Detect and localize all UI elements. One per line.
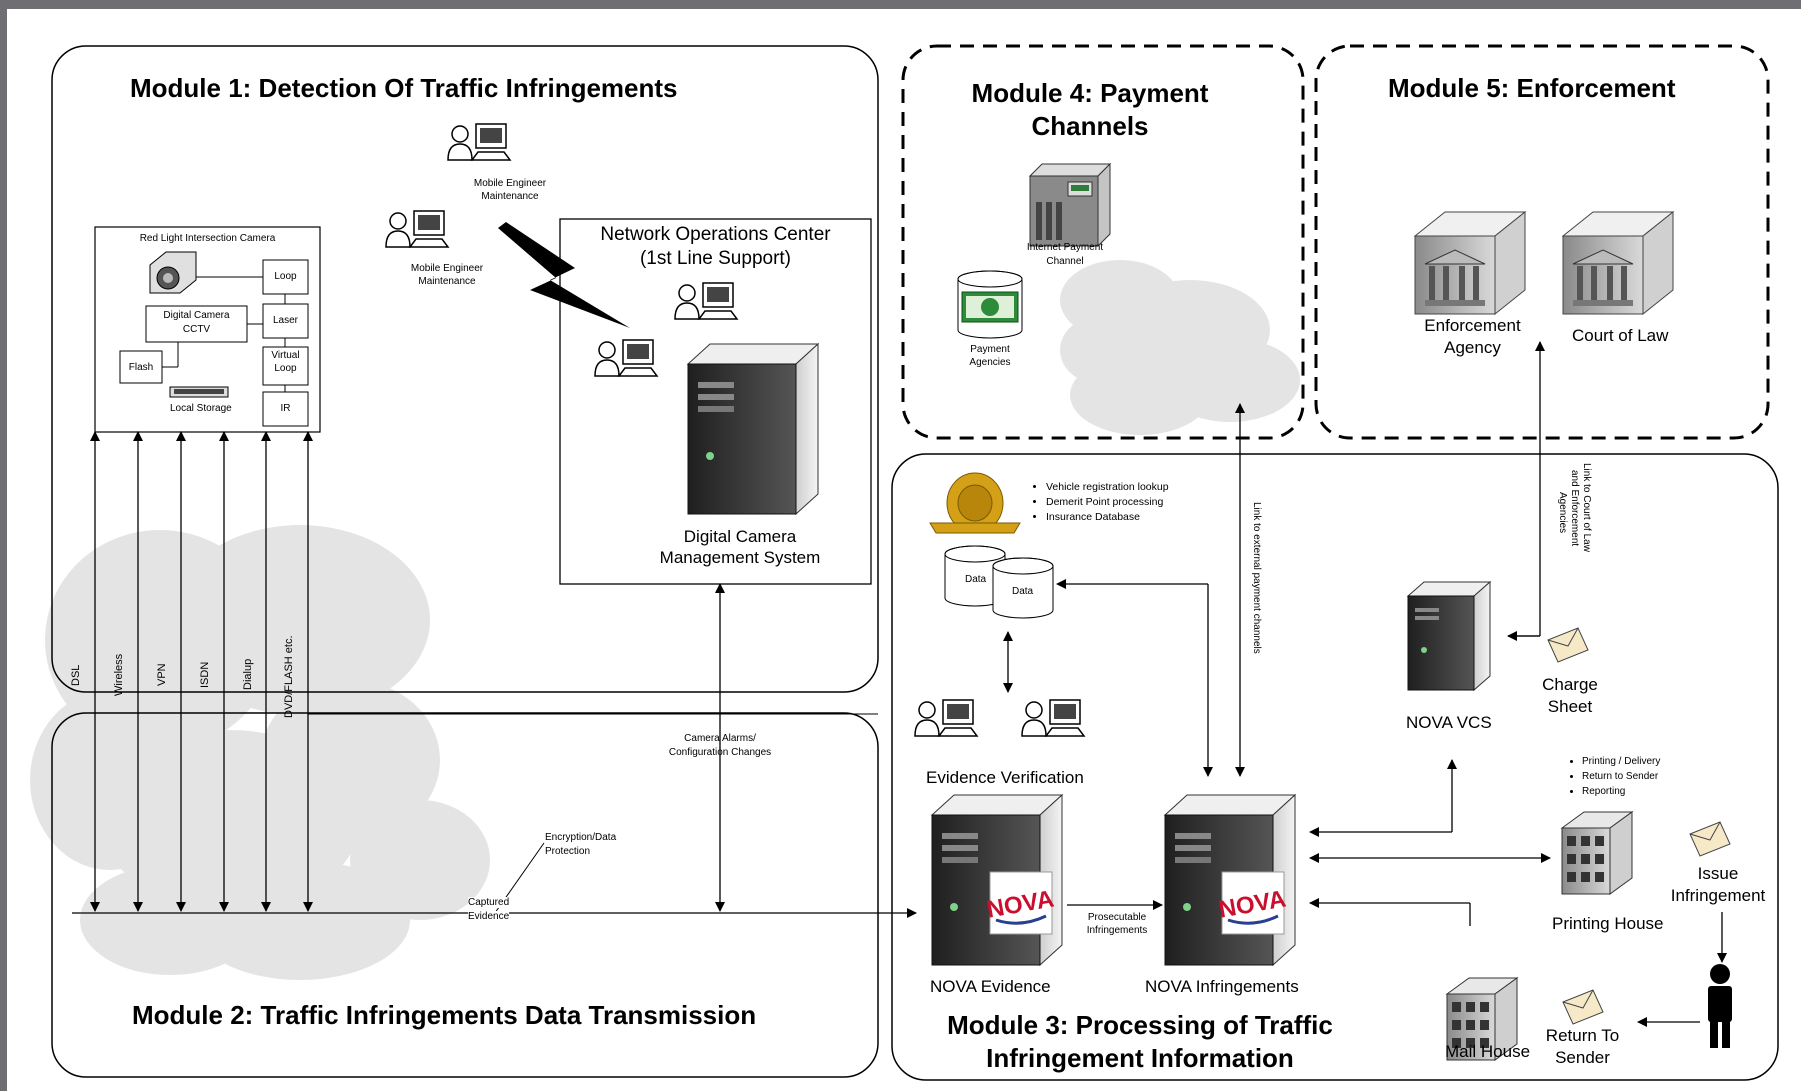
database-icon	[957, 270, 1023, 339]
module-4-title-line1: Module 4: Payment	[971, 78, 1209, 108]
lookup-item: Demerit Point processing	[1046, 495, 1169, 510]
lookup-item: Insurance Database	[1046, 510, 1169, 525]
flash-label: Flash	[128, 362, 154, 373]
mobile-engineer-label-1: Mobile Engineer	[473, 178, 547, 189]
printing-item: Printing / Delivery	[1582, 754, 1660, 769]
dcms-label-1: Digital Camera	[683, 527, 797, 546]
noc-title-line1: Network Operations Center	[600, 224, 831, 245]
charge-sheet-label-2: Sheet	[1547, 697, 1593, 716]
lookup-list: Vehicle registration lookup Demerit Poin…	[1032, 480, 1169, 525]
captured-label-1: Captured	[468, 897, 510, 908]
local-storage-label: Local Storage	[170, 403, 232, 414]
dcms-label-2: Management System	[659, 548, 821, 567]
link-label-dsl: DSL	[70, 664, 82, 686]
court-of-law-label: Court of Law	[1572, 326, 1669, 345]
payment-agencies-label-1: Payment	[970, 344, 1010, 355]
evidence-verification-label: Evidence Verification	[926, 768, 1084, 787]
charge-sheet-label-1: Charge	[1542, 675, 1598, 694]
module-4-title-line2: Channels	[1031, 111, 1149, 141]
nova-infringements-label: NOVA Infringements	[1145, 977, 1299, 996]
server-icon	[1406, 580, 1492, 692]
module-3-title-line2: Infringement Information	[986, 1043, 1294, 1073]
printing-list: Printing / Delivery Return to Sender Rep…	[1568, 754, 1660, 799]
prosecutable-label-2: Infringements	[1086, 925, 1148, 936]
digital-camera-label-2: CCTV	[182, 324, 211, 335]
printing-item: Return to Sender	[1582, 769, 1660, 784]
camera-alarms-label-1: Camera Alarms/	[684, 733, 756, 744]
enforcement-link-label-1: Link to Court of Law	[1581, 463, 1592, 552]
loop-label: Loop	[274, 271, 297, 282]
internet-payment-label-2: Channel	[1046, 256, 1084, 267]
camera-icon	[149, 251, 197, 294]
lookup-item: Vehicle registration lookup	[1046, 480, 1169, 495]
link-label-isdn: ISDN	[199, 661, 211, 688]
enforcement-link-label-3: Agencies	[1557, 492, 1568, 534]
lightning-icon	[498, 222, 630, 328]
mobile-engineer-label-2: Maintenance	[418, 276, 476, 287]
encryption-label-2: Protection	[545, 846, 591, 857]
printing-item: Reporting	[1582, 784, 1660, 799]
mail-house-label: Mail House	[1445, 1042, 1531, 1061]
cloud-icon	[1060, 260, 1300, 435]
enforcement-agency-label-2: Agency	[1444, 338, 1501, 357]
person-icon	[1708, 964, 1732, 1048]
payment-agencies-label-2: Agencies	[969, 357, 1011, 368]
return-to-sender-label-2: Sender	[1555, 1048, 1610, 1067]
nova-vcs-label: NOVA VCS	[1406, 713, 1492, 732]
module-2-title: Module 2: Traffic Infringements Data Tra…	[132, 1000, 757, 1030]
nova-evidence-label: NOVA Evidence	[930, 977, 1051, 996]
link-label-wireless: Wireless	[113, 653, 125, 696]
mobile-engineer-label-1: Mobile Engineer	[410, 263, 484, 274]
virtual-loop-label-2: Loop	[274, 363, 297, 374]
issue-infringement-label-2: Infringement	[1670, 886, 1766, 905]
prosecutable-label-1: Prosecutable	[1087, 912, 1147, 923]
digital-camera-label-1: Digital Camera	[163, 310, 230, 321]
cloud-icon	[30, 525, 490, 980]
printing-house-label: Printing House	[1552, 914, 1664, 933]
data-label: Data	[965, 574, 987, 585]
camera-box-title: Red Light Intersection Camera	[139, 233, 276, 244]
data-label: Data	[1012, 586, 1034, 597]
ir-label: IR	[280, 403, 291, 414]
module-1-title: Module 1: Detection Of Traffic Infringem…	[130, 73, 678, 103]
link-label-dvd-flash: DVD/FLASH etc.	[283, 635, 295, 718]
internet-payment-label-1: Internet Payment	[1026, 242, 1104, 253]
server-icon	[1028, 162, 1112, 248]
money-icon	[961, 291, 1019, 323]
camera-alarms-label-2: Configuration Changes	[668, 747, 772, 758]
module-5-title: Module 5: Enforcement	[1388, 73, 1676, 103]
module-3-title-line1: Module 3: Processing of Traffic	[947, 1010, 1333, 1040]
noc-title-line2: (1st Line Support)	[639, 248, 792, 269]
external-payment-link-label: Link to external payment channels	[1251, 502, 1262, 654]
badge-icon	[929, 472, 1021, 534]
link-label-dialup: Dialup	[242, 658, 254, 690]
virtual-loop-label-1: Virtual	[271, 350, 300, 361]
enforcement-link-label-2: and Enforcement	[1569, 470, 1580, 547]
encryption-label-1: Encryption/Data	[545, 832, 617, 843]
link-label-vpn: VPN	[156, 663, 168, 686]
laser-label: Laser	[272, 315, 298, 326]
enforcement-agency-label-1: Enforcement	[1424, 316, 1521, 335]
return-to-sender-label-1: Return To	[1545, 1026, 1620, 1045]
captured-label-2: Evidence	[468, 911, 510, 922]
mobile-engineer-label-2: Maintenance	[481, 191, 539, 202]
issue-infringement-label-1: Issue	[1697, 864, 1739, 883]
